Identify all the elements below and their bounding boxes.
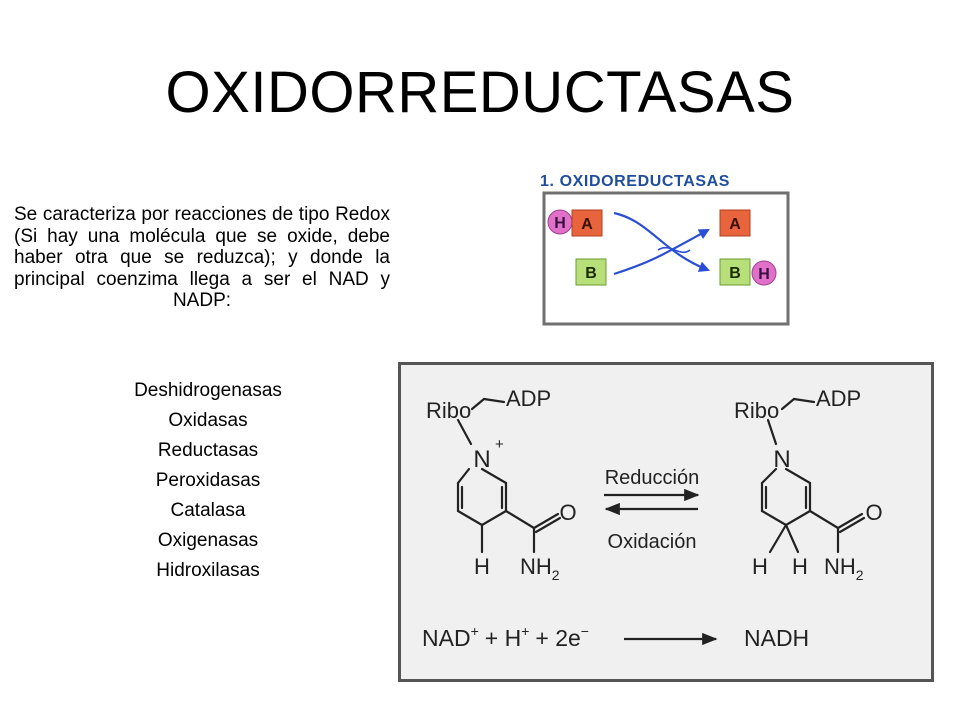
enzyme-type-list: Deshidrogenasas Oxidasas Reductasas Pero… xyxy=(108,376,308,586)
molecule-b-box-left xyxy=(575,258,607,286)
enzyme-type-item: Oxidasas xyxy=(168,410,248,431)
slide-title: OXIDORREDUCTASAS xyxy=(165,60,795,125)
nad-reaction-diagram: Ribo ADP N + O H NH2 Reducción Oxidación xyxy=(398,362,934,682)
transfer-arrow-up xyxy=(613,228,710,276)
transfer-arrow-down xyxy=(613,211,711,272)
equation-electron-charge: − xyxy=(581,623,589,639)
molecule-a-label-right: A xyxy=(729,216,741,233)
reaction-equation: NAD++ H++ 2e− xyxy=(422,623,589,651)
enzyme-type-item: Deshidrogenasas xyxy=(134,380,282,401)
nadh-oxygen-label: O xyxy=(865,500,882,525)
nadh-nitrogen-label: N xyxy=(773,446,790,473)
molecule-b-box-right xyxy=(719,258,751,286)
nad-amide-subscript: 2 xyxy=(552,567,560,583)
nadh-hydrogen-label-2: H xyxy=(792,554,808,579)
equation-nad-charge: + xyxy=(471,623,479,639)
nad-amide-label: NH2 xyxy=(520,554,560,583)
enzyme-type-item: Catalasa xyxy=(170,500,246,521)
enzyme-type-item: Oxigenasas xyxy=(157,530,259,551)
enzyme-type-item: Reductasas xyxy=(157,440,259,461)
equation-nad: NAD xyxy=(422,625,471,651)
molecule-a-box-right xyxy=(719,209,751,237)
nad-oxygen-label: O xyxy=(559,500,576,525)
equation-nadh: NADH xyxy=(744,625,809,651)
nadh-adp-label: ADP xyxy=(816,386,861,411)
equation-electrons: + 2e xyxy=(535,625,580,651)
equation-proton-charge: + xyxy=(521,623,529,639)
nad-panel xyxy=(398,362,934,682)
nadh-amide-label: NH2 xyxy=(824,554,864,583)
nadh-hydrogen-label-1: H xyxy=(752,554,768,579)
hydrogen-label-right: H xyxy=(758,266,770,283)
enzyme-type-item: Hidroxilasas xyxy=(156,560,260,581)
molecule-a-box-left xyxy=(571,209,603,237)
nadh-amide-subscript: 2 xyxy=(856,567,864,583)
description-text: Se caracteriza por reacciones de tipo Re… xyxy=(14,204,390,311)
nad-adp-label: ADP xyxy=(506,386,551,411)
oxidation-label: Oxidación xyxy=(608,531,697,553)
nad-hydrogen-label: H xyxy=(474,554,490,579)
reduction-label: Reducción xyxy=(605,467,700,489)
equation-proton: + H xyxy=(485,625,521,651)
nadh-amide-text: NH xyxy=(824,554,856,579)
equilibrium-arrows xyxy=(604,488,700,516)
hydrogen-label-left: H xyxy=(554,215,566,232)
enzyme-type-item: Peroxidasas xyxy=(155,470,261,491)
nad-ribo-label: Ribo xyxy=(426,398,471,423)
redox-transfer-diagram: 1. OXIDOREDUCTASAS H A B A B H xyxy=(540,173,790,326)
molecule-b-label-left: B xyxy=(585,265,597,282)
nad-charge-label: + xyxy=(495,436,504,453)
redox-diagram-heading: 1. OXIDOREDUCTASAS xyxy=(540,173,730,190)
nad-plus-structure xyxy=(456,397,562,554)
nadh-structure xyxy=(760,397,866,554)
nad-nitrogen-label: N xyxy=(473,446,490,473)
hydrogen-circle-right xyxy=(751,260,777,286)
nadh-ribo-label: Ribo xyxy=(734,398,779,423)
molecule-b-label-right: B xyxy=(729,265,741,282)
transfer-arrow-tangle xyxy=(657,246,691,254)
nad-amide-text: NH xyxy=(520,554,552,579)
molecule-a-label-left: A xyxy=(581,216,593,233)
